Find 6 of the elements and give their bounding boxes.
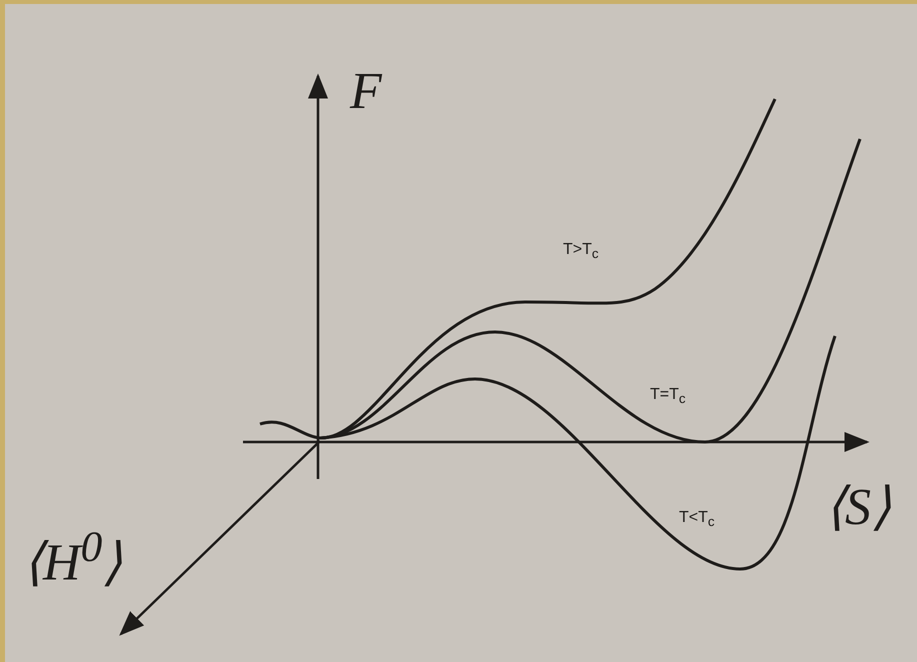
curve-label: T>T$_{c}$	[563, 242, 599, 261]
axis-label: ⟨H$^{0}$⟩	[23, 526, 122, 590]
axis-label: F	[350, 66, 382, 118]
curve-label: T=T$_{c}$	[650, 387, 686, 406]
curve-label: T<T$_{c}$	[679, 510, 715, 529]
axis-label: ⟨S⟩	[825, 482, 891, 534]
